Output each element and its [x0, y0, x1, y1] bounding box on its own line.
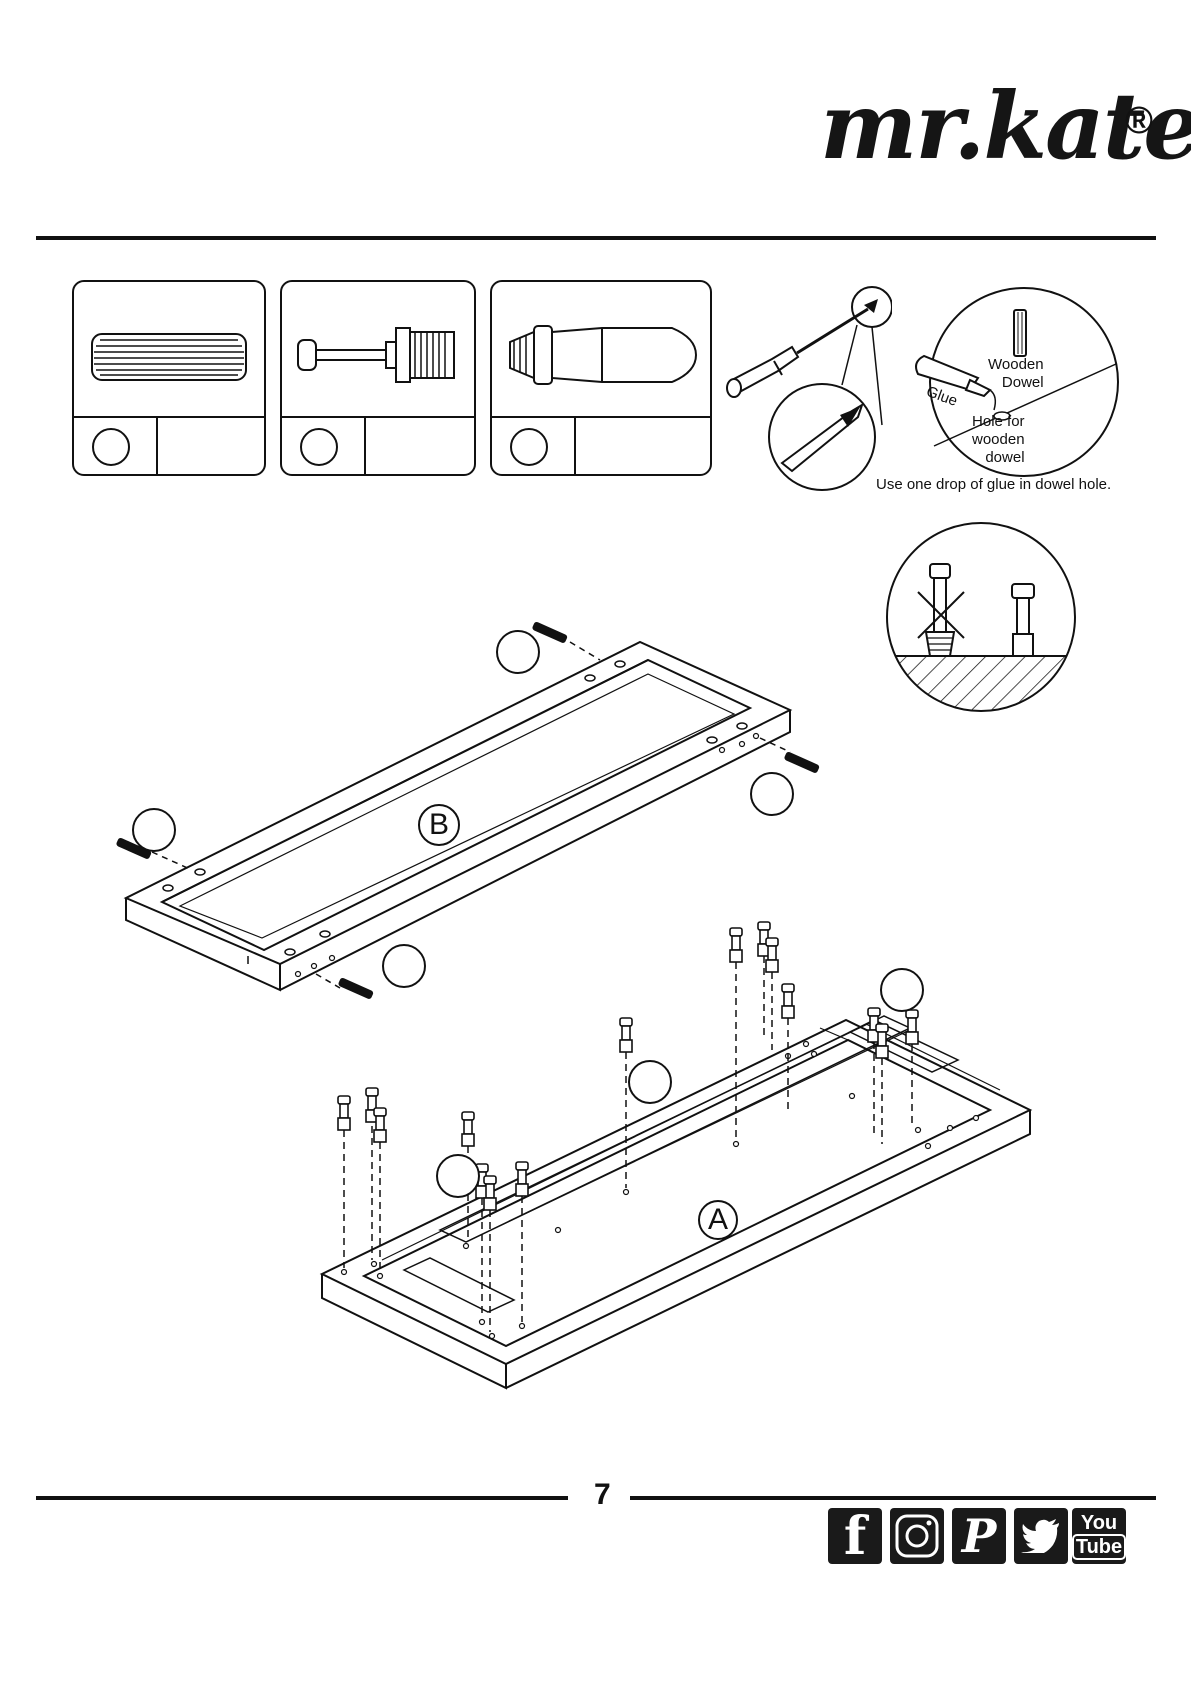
- part-number-circle: [510, 428, 548, 466]
- wooden-dowel-icon: [74, 282, 264, 416]
- panel-a-frame-illustration: [300, 920, 1060, 1400]
- part-box-cam-bolt: [280, 280, 476, 476]
- pinterest-icon[interactable]: P: [952, 1508, 1006, 1564]
- part-box-insert: [490, 280, 712, 476]
- footer-rule-left: [36, 1496, 568, 1500]
- screwdriver-illustration: [722, 285, 892, 495]
- youtube-icon-top: You: [1081, 1512, 1117, 1534]
- glue-note: Wooden Dowel Glue Hole for wooden dowel: [874, 286, 1124, 496]
- callout-circle: [496, 630, 540, 674]
- panel-label-b-text: B: [429, 808, 449, 841]
- callout-circle: [880, 968, 924, 1012]
- callout-circle: [750, 772, 794, 816]
- callout-circle: [436, 1154, 480, 1198]
- panel-label-b: B: [418, 804, 460, 846]
- registered-mark: ®: [1125, 100, 1153, 143]
- part-box-dowel: [72, 280, 266, 476]
- youtube-icon-bottom: Tube: [1072, 1534, 1126, 1560]
- callout-circle: [628, 1060, 672, 1104]
- brand-logo: mr.kate®: [820, 80, 1150, 230]
- panel-label-a: A: [698, 1200, 738, 1240]
- cam-bolt-icon: [282, 282, 474, 416]
- wood-insert-icon: [492, 282, 710, 416]
- part-number-circle: [92, 428, 130, 466]
- youtube-icon[interactable]: You Tube: [1072, 1508, 1126, 1564]
- part-number-circle: [300, 428, 338, 466]
- callout-circle: [132, 808, 176, 852]
- header-rule: [36, 236, 1156, 240]
- label-hole-for-dowel: Hole for wooden dowel: [972, 413, 1025, 467]
- twitter-icon[interactable]: [1014, 1508, 1068, 1564]
- label-wooden-dowel: Wooden Dowel: [988, 356, 1044, 392]
- footer-rule-right: [630, 1496, 1156, 1500]
- page-number: 7: [594, 1478, 611, 1512]
- panel-label-a-text: A: [708, 1203, 728, 1236]
- cam-bolt-install-detail: [884, 520, 1078, 714]
- glue-caption: Use one drop of glue in dowel hole.: [876, 476, 1111, 493]
- instagram-icon[interactable]: [890, 1508, 944, 1564]
- facebook-icon[interactable]: f: [828, 1508, 882, 1564]
